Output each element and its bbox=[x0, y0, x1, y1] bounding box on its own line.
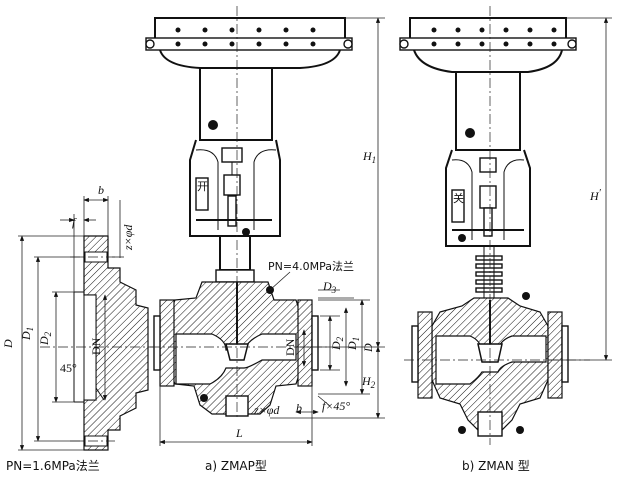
pn40-flange-label: PN=4.0MPa法兰 bbox=[268, 259, 354, 273]
actuator-cover-a bbox=[154, 17, 346, 40]
actuator-bolts-a bbox=[145, 27, 353, 49]
dim-Dr1-label: D1 bbox=[345, 337, 361, 351]
dim-b-label: b bbox=[98, 183, 104, 197]
dim-H1-label: H1 bbox=[362, 149, 376, 165]
dim-zphid2-label: z×φd bbox=[253, 403, 280, 417]
flange-detail: b f z×φd D D1 D2 DN 45° PN=1.6MPa法兰 bbox=[1, 183, 160, 473]
dim-L-label: L bbox=[235, 426, 243, 440]
actuator-cover-b bbox=[409, 17, 567, 40]
caption-zmap: a) ZMAP型 bbox=[205, 459, 267, 473]
dim-b2-label: b bbox=[296, 401, 302, 415]
dim-Dr-label: D bbox=[361, 343, 375, 353]
dim-D3-label: D3 bbox=[322, 279, 337, 295]
cooling-fins-b bbox=[475, 246, 503, 300]
dim-D1-label: D1 bbox=[19, 327, 35, 341]
dim-f45-label: f×45° bbox=[322, 399, 350, 413]
dim-zphid-label: z×φd bbox=[121, 224, 135, 251]
caption-zman: b) ZMAN 型 bbox=[462, 459, 530, 473]
dim-DN2-label: DN bbox=[283, 338, 297, 356]
nameplate-b: 关 bbox=[453, 191, 464, 205]
dim-Hprime-label: H′ bbox=[589, 188, 602, 203]
valve-a: 开 H1 H2 L bbox=[145, 6, 385, 473]
dim-D-label: D bbox=[1, 339, 15, 349]
dim-45-label: 45° bbox=[60, 361, 77, 375]
dim-D2-label: D2 bbox=[37, 331, 53, 346]
actuator-bolts-b bbox=[399, 27, 577, 49]
dim-DN-label: DN bbox=[89, 337, 103, 355]
dim-Dr2-label: D2 bbox=[329, 336, 345, 351]
pn16-flange-label: PN=1.6MPa法兰 bbox=[6, 459, 100, 473]
nameplate-a: 开 bbox=[197, 180, 208, 193]
dim-H2-label: H2 bbox=[361, 374, 376, 390]
valve-b: 关 H′ b) ZMAN 型 bbox=[399, 6, 612, 473]
dim-f-label: f bbox=[72, 215, 77, 229]
